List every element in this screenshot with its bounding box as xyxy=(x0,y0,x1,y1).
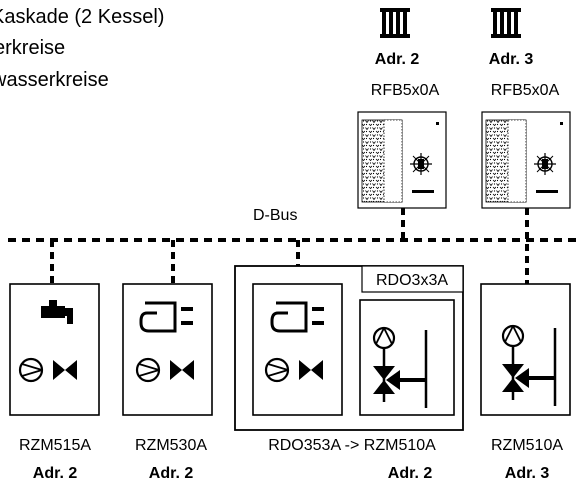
room-unit-2 xyxy=(481,111,571,209)
room-unit-1-model: RFB5x0A xyxy=(371,82,440,99)
controller-3-model: RDO353A -> RZM510A xyxy=(268,437,436,454)
intro-line-2: erkreise xyxy=(0,37,65,59)
extension-module-label: RDO3x3A xyxy=(376,272,448,289)
room-unit-1 xyxy=(357,111,447,209)
radiator-icon xyxy=(380,8,410,38)
room-unit-1-address: Adr. 2 xyxy=(375,51,420,68)
controller-rzm530a xyxy=(122,283,213,416)
controller-4-address: Adr. 3 xyxy=(505,465,550,482)
room-unit-2-address: Adr. 3 xyxy=(489,51,534,68)
room-unit-2-model: RFB5x0A xyxy=(491,82,560,99)
intro-line-1: Kaskade (2 Kessel) xyxy=(0,6,164,28)
bus-label: D-Bus xyxy=(253,207,297,224)
controller-2-address: Adr. 2 xyxy=(149,465,194,482)
controller-2-model: RZM530A xyxy=(135,437,207,454)
controller-1-model: RZM515A xyxy=(19,437,91,454)
controller-1-address: Adr. 2 xyxy=(33,465,78,482)
extension-module-label-box xyxy=(361,265,464,293)
radiator-icon xyxy=(491,8,521,38)
intro-line-3: wasserkreise xyxy=(0,69,109,91)
controller-4-model: RZM510A xyxy=(491,437,563,454)
controller-3-address: Adr. 2 xyxy=(388,465,433,482)
controller-rzm510a xyxy=(480,283,571,416)
controller-rzm510a-in-group xyxy=(359,299,455,416)
controller-rdo353a xyxy=(252,283,343,416)
